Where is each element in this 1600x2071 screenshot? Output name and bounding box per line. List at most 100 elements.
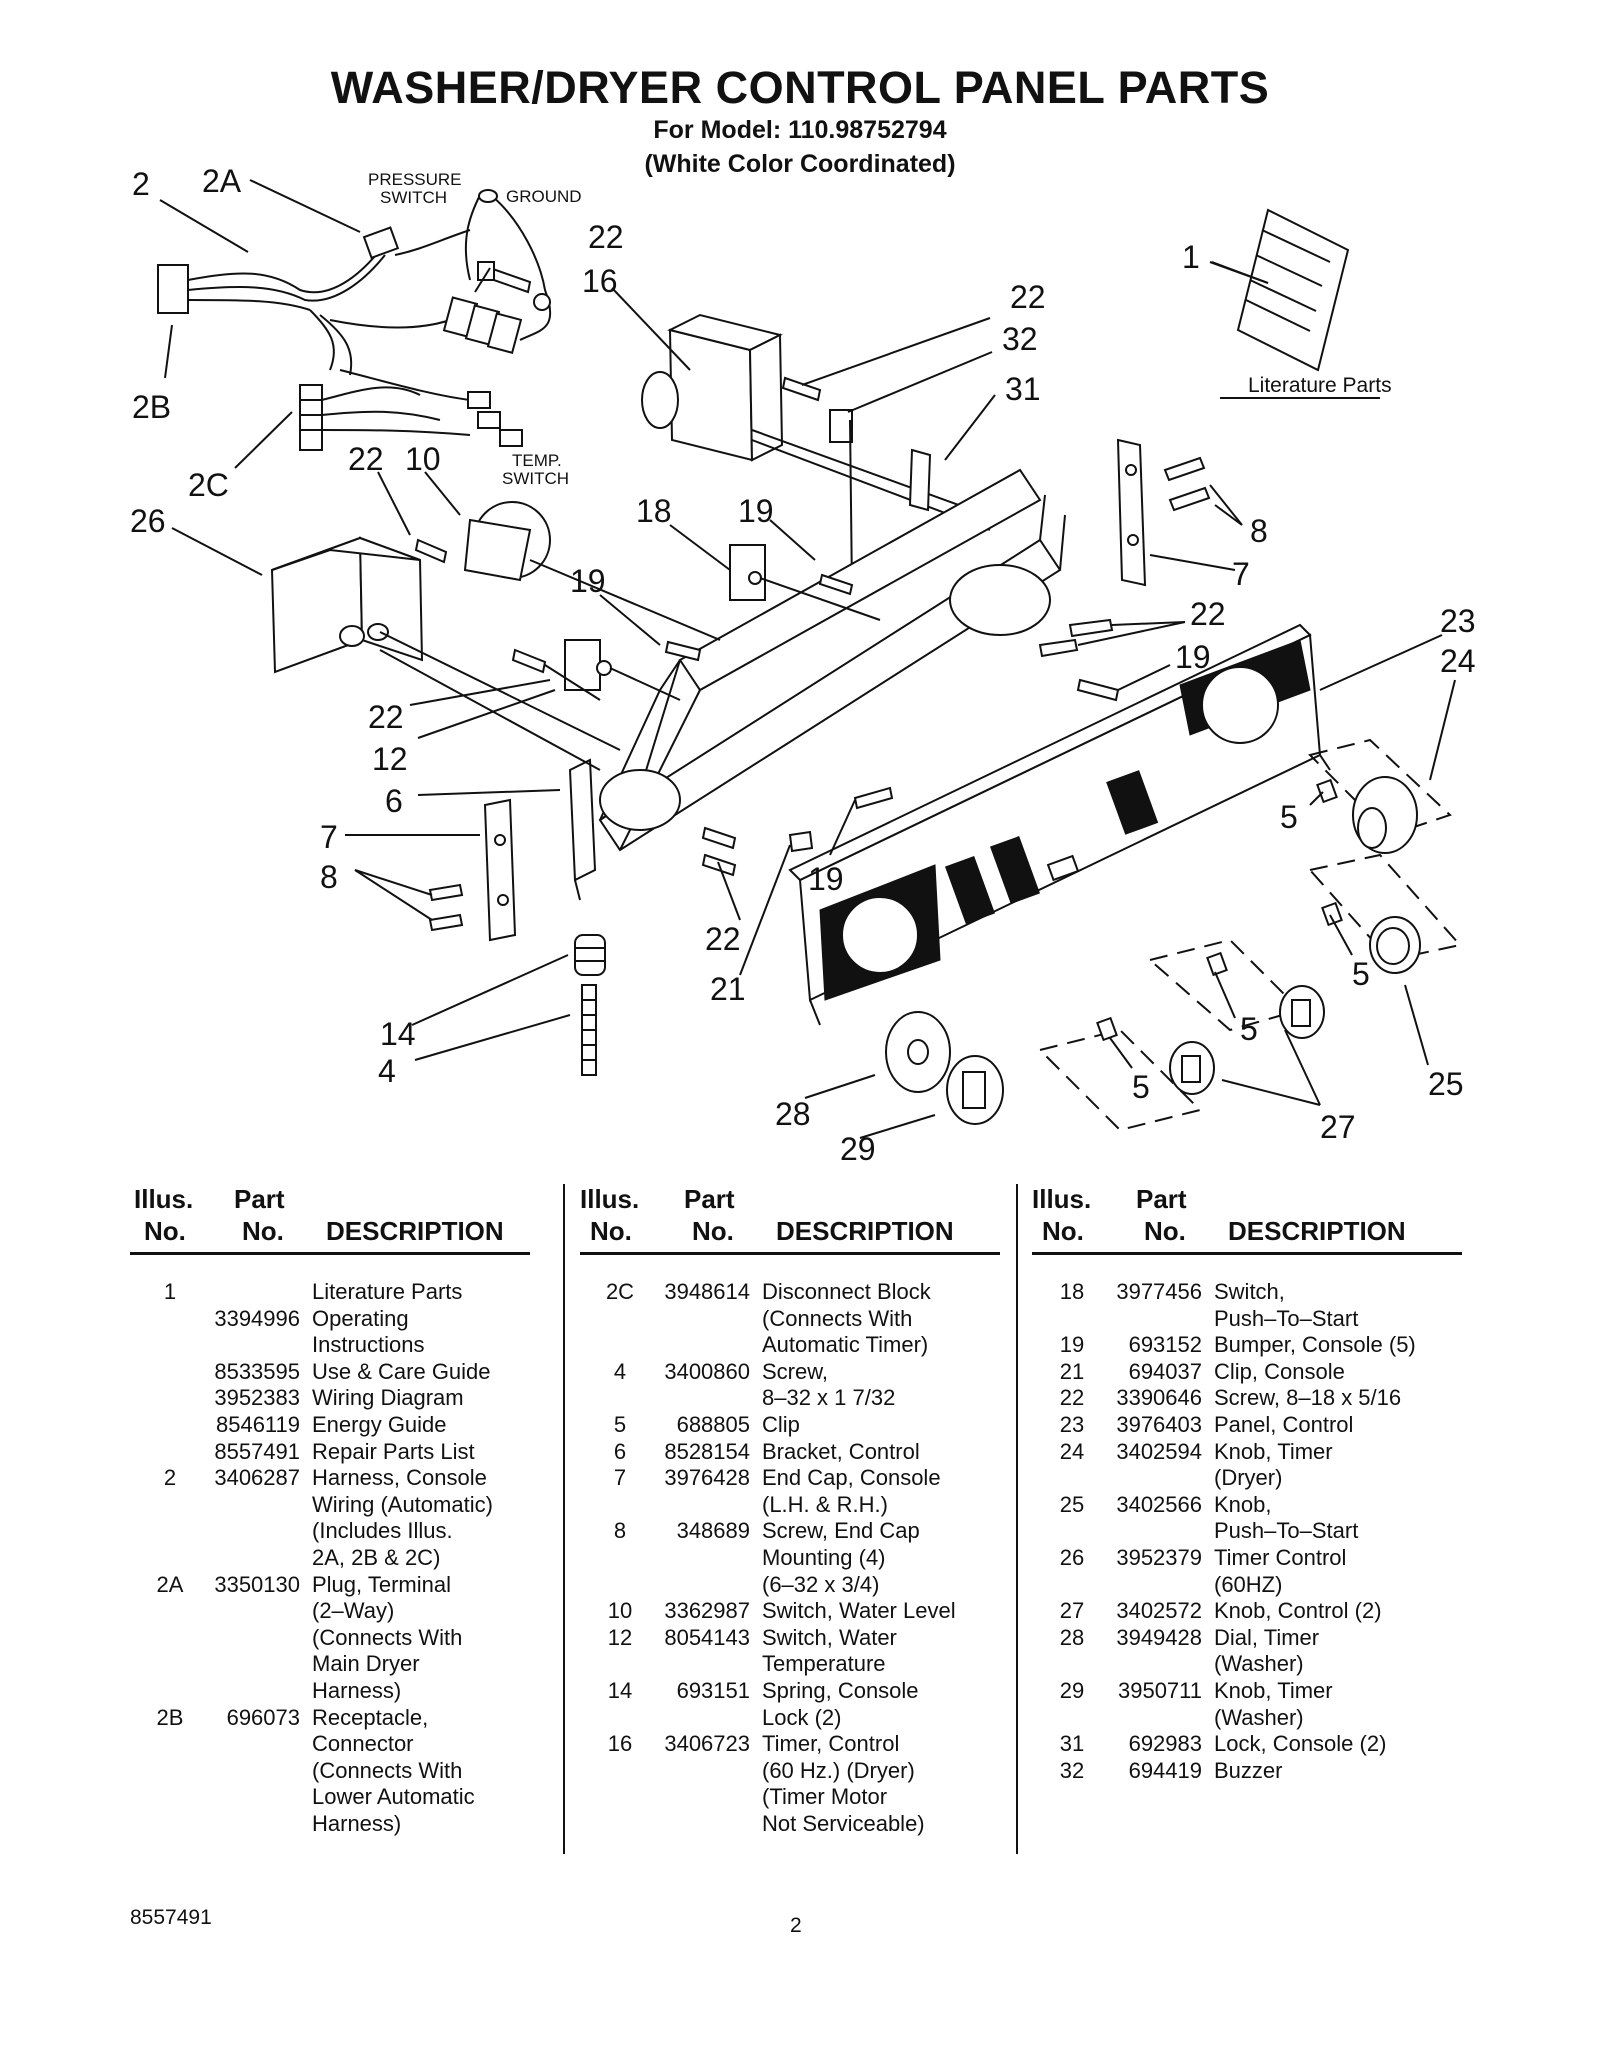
screw-8-left-a [428,883,464,902]
screw-22-lower-a [701,826,737,850]
callout: 27 [1320,1109,1356,1145]
screw-8-left-b [428,913,464,932]
screw-22-top [477,261,532,294]
end-cap-right-7 [1116,438,1147,587]
screw-22-mid [414,538,448,564]
table-header: Illus. No. Part No. DESCRIPTION [580,1184,1000,1255]
callout: 24 [1440,643,1476,679]
console-frame [598,468,1066,852]
callouts: 2 2A 2B 2C 26 22 10 22 16 1 22 32 31 18 … [130,163,1476,1167]
callout: 32 [1002,321,1038,357]
bracket-control-6 [568,758,597,901]
console-lock-spring-14 [574,934,606,976]
callout: 5 [1352,956,1370,992]
description-header: DESCRIPTION [776,1216,954,1246]
temp-switch-label-2: SWITCH [502,469,569,488]
callout: 25 [1428,1066,1464,1102]
screw-22-right-a [1068,618,1114,638]
clip-5-a [1316,778,1338,804]
buzzer-32 [829,409,853,591]
literature-parts-label: Literature Parts [1248,374,1392,397]
bumper-19-b [818,573,854,596]
callout: 1 [1182,239,1200,275]
callout: 5 [1132,1069,1150,1105]
push-to-start-switch-18 [729,544,881,621]
part-header: No. [242,1216,284,1246]
callout: 19 [738,493,774,529]
callout: 2B [132,389,171,425]
model-line: For Model: 110.98752794 [653,116,947,144]
bumper-19-a [664,640,702,662]
callout: 18 [636,493,672,529]
control-knob-27a [1279,985,1325,1039]
timer-knob-washer-29 [946,1055,1004,1125]
callout: 5 [1280,799,1298,835]
column-divider [1016,1184,1018,1854]
part-header: Part [684,1184,735,1214]
screw-4 [581,984,597,1076]
bumper-19-d [853,786,894,810]
timer-knob-dryer-24 [1352,776,1418,854]
illus-header: No. [144,1216,186,1246]
illus-header: Illus. [580,1184,640,1214]
callout: 22 [1010,279,1046,315]
callout: 23 [1440,603,1476,639]
page-number: 2 [790,1914,802,1937]
callout: 6 [385,783,403,819]
callout: 22 [368,699,404,735]
callout: 28 [775,1096,811,1132]
callout: 2A [202,163,242,199]
callout: 12 [372,741,408,777]
screw-22-right-b [1038,638,1079,658]
callout: 8 [1250,513,1268,549]
pressure-switch-label-2: SWITCH [380,188,447,207]
illus-header: No. [1042,1216,1084,1246]
part-header: Part [1136,1184,1187,1214]
water-level-switch-10 [463,501,721,641]
illus-header: Illus. [1032,1184,1092,1214]
part-header: No. [1144,1216,1186,1246]
control-knob-27b [1169,1041,1215,1095]
callout: 19 [808,861,844,897]
callout: 7 [320,819,338,855]
callout: 22 [348,441,384,477]
page-title: WASHER/DRYER CONTROL PANEL PARTS [330,62,1270,113]
color-line: (White Color Coordinated) [644,150,956,178]
part-header: No. [692,1216,734,1246]
temp-switch-label-1: TEMP. [512,451,562,470]
callout: 8 [320,859,338,895]
console-clip-21 [788,830,814,853]
control-panel-23 [788,623,1331,1026]
callout: 14 [380,1016,416,1052]
washer-small [533,293,551,311]
